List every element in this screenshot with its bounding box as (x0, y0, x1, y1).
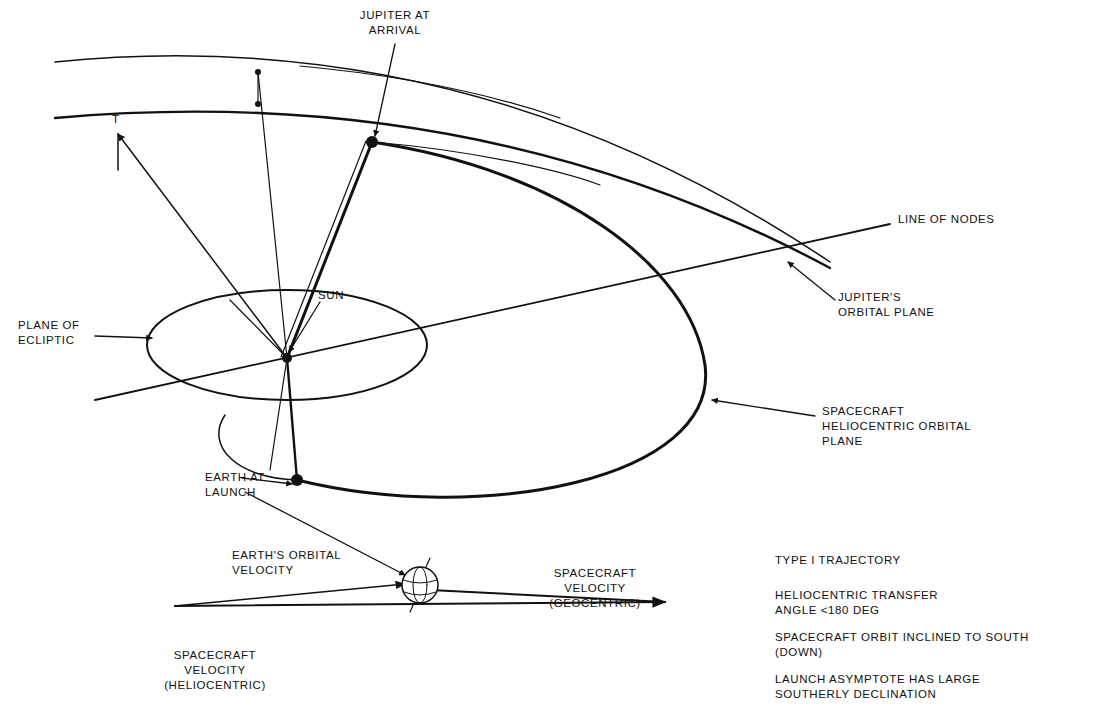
projection-line (257, 72, 258, 104)
earth-velocity-vector (175, 584, 405, 606)
radius-to-jupiter (281, 141, 366, 357)
target-marker: T (112, 112, 132, 127)
leader (95, 336, 152, 338)
arrival-label: JUPITER AT ARRIVAL (345, 8, 445, 38)
earth-globe (402, 567, 438, 603)
radius-line (230, 300, 287, 358)
globe-axis (410, 603, 414, 612)
radius-to-earth (287, 358, 297, 480)
plane-label: SPACECRAFT HELIOCENTRIC ORBITAL PLANE (822, 404, 972, 449)
leader (712, 400, 815, 416)
jupiter-orbit-upper (55, 56, 830, 262)
radius-line (270, 358, 287, 470)
leader (788, 262, 835, 300)
sun-label: SUN (318, 288, 368, 303)
jupiter (366, 136, 378, 148)
radius-to-jupiter (287, 142, 372, 358)
globe-parallels (403, 580, 437, 595)
leader (245, 492, 405, 575)
globe-meridian (413, 567, 427, 603)
spacecraft-orbit-plane (372, 142, 600, 185)
note: SPACECRAFT ORBIT INCLINED TO SOUTH (DOWN… (775, 630, 1075, 660)
radius-to-t (118, 134, 287, 358)
point (255, 69, 261, 75)
plane-label: PLANE OF ECLIPTIC (18, 318, 98, 348)
radius-line (258, 72, 287, 358)
line-label: LINE OF NODES (898, 212, 1058, 227)
orbit-projection (300, 66, 560, 118)
leader (289, 302, 320, 352)
line-of-nodes (95, 224, 890, 400)
note: TYPE I TRAJECTORY (775, 553, 1075, 568)
sun (282, 353, 292, 363)
vector-label: EARTH'S ORBITAL VELOCITY (232, 548, 352, 578)
globe-axis (426, 558, 430, 567)
leader (375, 44, 395, 136)
vector-label: SPACECRAFT VELOCITY (GEOCENTRIC) (540, 566, 650, 611)
ecliptic-plane (147, 290, 427, 400)
vector-label: SPACECRAFT VELOCITY (HELIOCENTRIC) (150, 648, 280, 693)
earth (291, 474, 303, 486)
note: LAUNCH ASYMPTOTE HAS LARGE SOUTHERLY DEC… (775, 672, 1015, 702)
plane-label: JUPITER'S ORBITAL PLANE (838, 290, 948, 320)
t-marker (117, 134, 119, 170)
spacecraft-orbit (297, 142, 706, 497)
jupiter-orbit (55, 112, 830, 268)
launch-label: EARTH AT LAUNCH (205, 470, 265, 500)
point (255, 101, 261, 107)
spacecraft-orbit-plane (219, 415, 297, 480)
note: HELIOCENTRIC TRANSFER ANGLE <180 DEG (775, 588, 975, 618)
